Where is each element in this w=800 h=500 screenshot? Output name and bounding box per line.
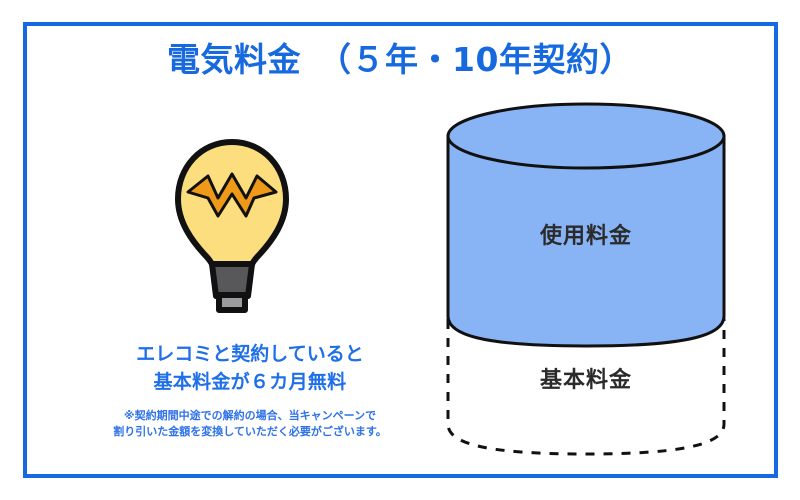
promo-text: エレコミと契約していると 基本料金が６カ月無料 — [40, 340, 460, 396]
usage-fee-section — [446, 134, 726, 348]
disclaimer-line-1: ※契約期間中途での解約の場合、当キャンペーンで — [123, 409, 377, 422]
disclaimer-text: ※契約期間中途での解約の場合、当キャンペーンで 割り引いた金額を変換していただく… — [40, 408, 460, 440]
disclaimer-line-2: 割り引いた金額を変換していただく必要がございます。 — [113, 425, 387, 438]
cylinder-top-ellipse — [446, 102, 726, 170]
cylinder-svg — [446, 102, 726, 456]
page-title: 電気料金 （５年・10年契約） — [167, 40, 633, 79]
basic-fee-label: 基本料金 — [539, 368, 632, 393]
promo-line-2: 基本料金が６カ月無料 — [153, 371, 347, 393]
lightbulb-illustration — [162, 136, 302, 316]
lightbulb-icon — [175, 139, 289, 313]
bill-breakdown-cylinder — [436, 94, 736, 460]
page-border-frame — [23, 22, 778, 478]
basic-fee-section — [446, 318, 726, 456]
usage-fee-label: 使用料金 — [539, 224, 632, 249]
promo-line-1: エレコミと契約していると — [136, 343, 364, 365]
